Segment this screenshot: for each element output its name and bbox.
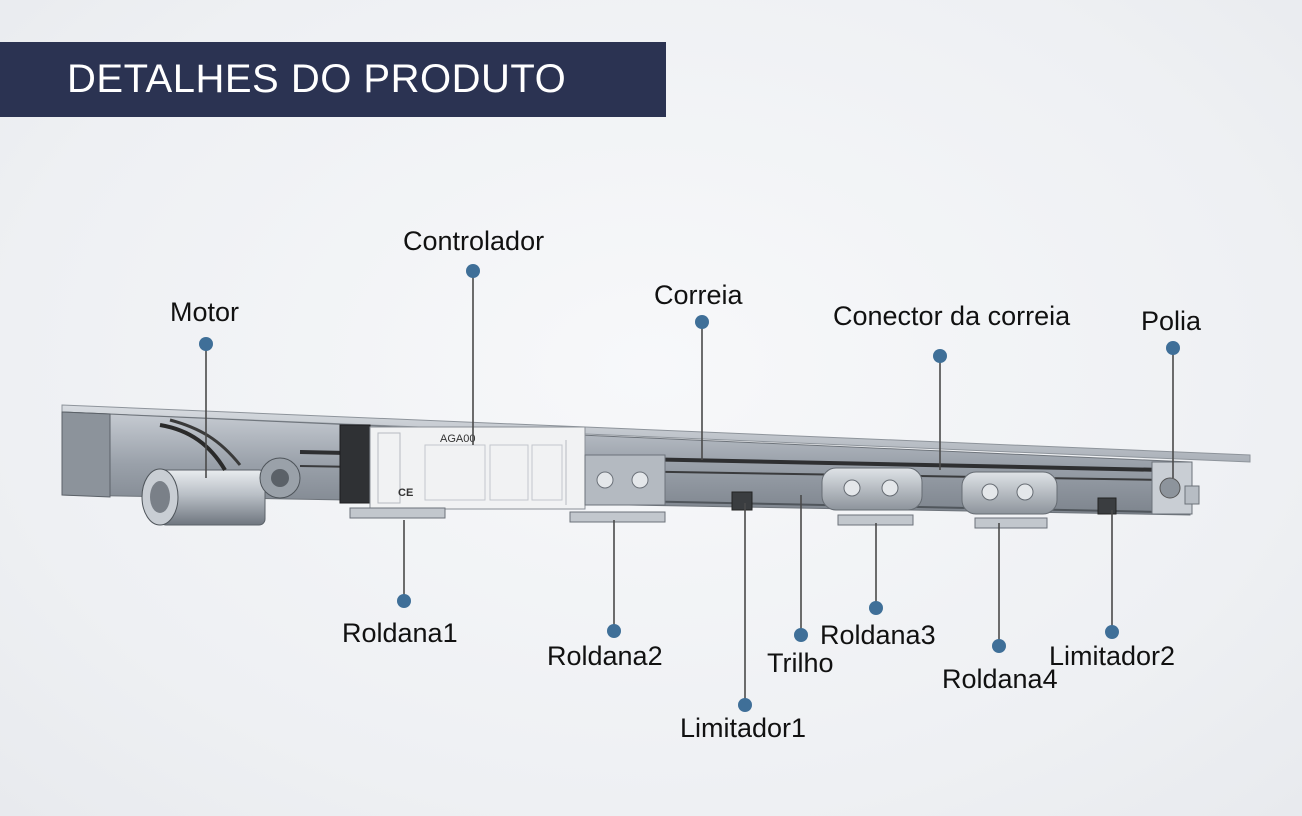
trilho-dot (794, 628, 808, 642)
controller-model-label: AGA00 (440, 433, 475, 445)
controlador-dot (466, 264, 480, 278)
label-polia: Polia (1141, 306, 1202, 336)
title-banner: DETALHES DO PRODUTO (0, 42, 666, 117)
roller-4-part (961, 471, 1058, 529)
roldana1-dot (397, 594, 411, 608)
label-roldana1: Roldana1 (342, 618, 458, 648)
roldana4-dot (992, 639, 1006, 653)
roller-bracket-1 (349, 507, 446, 519)
limitador2-dot (1105, 625, 1119, 639)
roller-bracket-2 (569, 454, 666, 523)
roldana3-dot (869, 601, 883, 615)
rail-end-cap (61, 411, 111, 498)
label-limitador1: Limitador1 (680, 713, 807, 743)
page-title: DETALHES DO PRODUTO (67, 57, 567, 101)
label-roldana3: Roldana3 (820, 620, 936, 650)
ce-mark: CE (398, 487, 413, 499)
correia-dot (695, 315, 709, 329)
label-conector-da-correia: Conector da correia (833, 301, 1071, 331)
label-controlador: Controlador (403, 226, 545, 256)
label-correia: Correia (654, 280, 743, 310)
roller-3-part (821, 467, 923, 526)
conector-dot (933, 349, 947, 363)
roldana2-dot (607, 624, 621, 638)
pulley-part (1151, 461, 1200, 515)
controller-part: AGA00 CE (339, 424, 586, 510)
label-limitador2: Limitador2 (1049, 641, 1176, 671)
motor-part (141, 418, 301, 526)
polia-dot (1166, 341, 1180, 355)
limiter-1-part (731, 491, 753, 511)
motor-dot (199, 337, 213, 351)
limitador1-dot (738, 698, 752, 712)
label-roldana2: Roldana2 (547, 641, 663, 671)
label-roldana4: Roldana4 (942, 664, 1058, 694)
rail-top-plate (61, 404, 1251, 463)
label-motor: Motor (170, 297, 240, 327)
label-trilho: Trilho (767, 648, 834, 678)
